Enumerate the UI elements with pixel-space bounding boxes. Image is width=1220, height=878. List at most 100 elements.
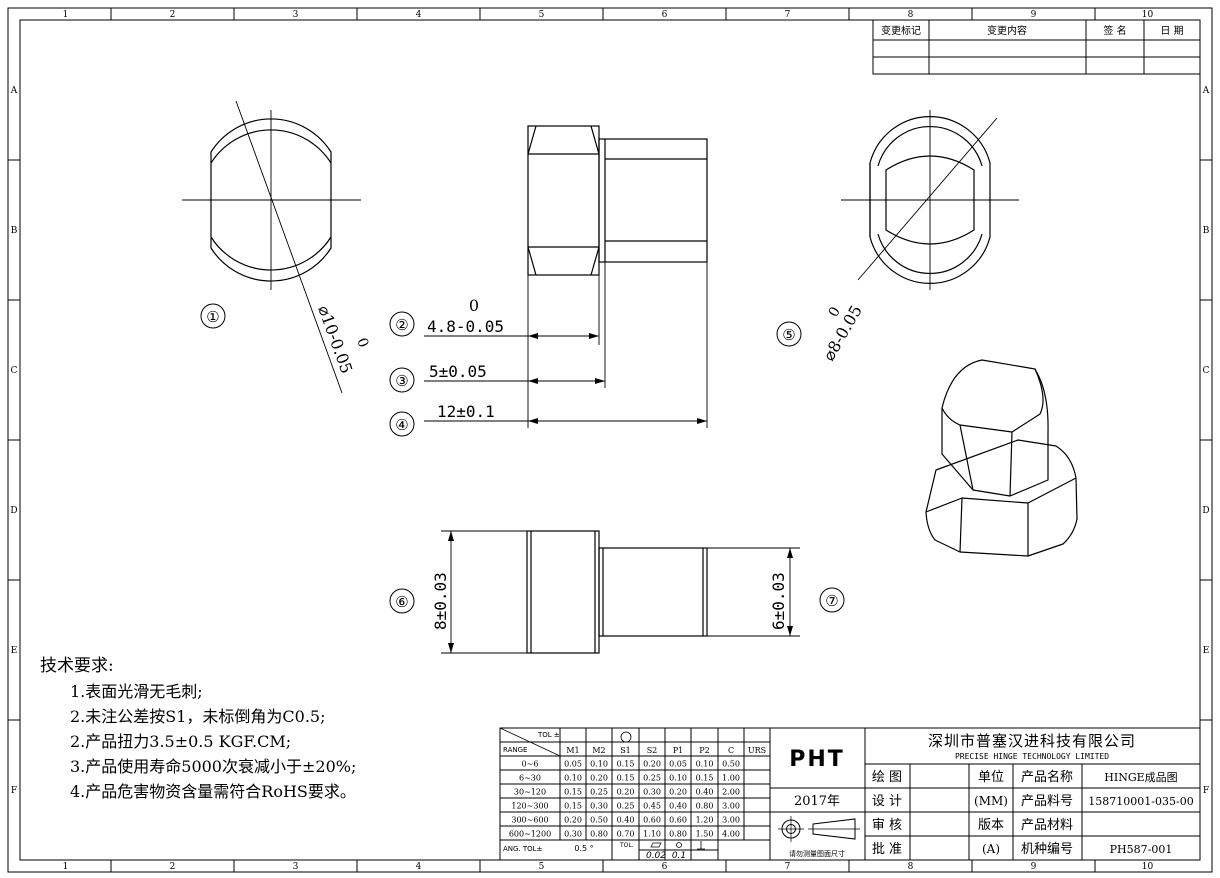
- grid-column-label-bottom-1: 1: [63, 862, 69, 872]
- tol-value-cell: 0.20: [617, 788, 635, 797]
- unit-value: (MM): [974, 794, 1008, 808]
- tol-value-cell: 0.20: [643, 760, 661, 769]
- tol-header-p2: P2: [699, 746, 709, 755]
- tol-ang-label: ANG. TOL±: [503, 845, 543, 853]
- tol-tol-label: TOL.: [619, 842, 634, 849]
- grid-row-label-right-A: A: [1202, 86, 1210, 96]
- unit-label: 单位: [978, 770, 1004, 785]
- dim-3-marker-circle: [389, 367, 415, 393]
- tol-value-cell: 0.50: [722, 760, 740, 769]
- tol-value-cell: 1.00: [722, 774, 740, 783]
- tol-flat-value: 0.02: [646, 851, 666, 861]
- grid-column-label-top-3: 3: [293, 10, 299, 20]
- grid-row-label-right-B: B: [1203, 226, 1210, 236]
- position-symbol-icon: [676, 842, 682, 848]
- projection-symbol-icon: [778, 816, 860, 842]
- grid-column-label-bottom-6: 6: [662, 862, 668, 872]
- company-name-cn: 深圳市普塞汉进科技有限公司: [928, 732, 1136, 750]
- grid-column-label-bottom-8: 8: [908, 862, 914, 872]
- tol-value-cell: 0.60: [643, 816, 661, 825]
- tol-value-cell: 0.20: [564, 816, 582, 825]
- tol-value-cell: 0.25: [617, 802, 635, 811]
- tol-value-cell: 0.15: [696, 774, 714, 783]
- tol-value-cell: 0.10: [590, 760, 608, 769]
- dim-7-marker: ⑦: [825, 592, 838, 610]
- tol-corner-top: TOL ±: [537, 731, 560, 739]
- tol-range-cell: 0~6: [522, 760, 539, 769]
- grid-row-label-right-F: F: [1203, 786, 1209, 796]
- tol-value-cell: 0.25: [643, 774, 661, 783]
- tol-value-cell: 0.40: [696, 788, 714, 797]
- tol-value-cell: 1.20: [696, 816, 714, 825]
- tol-value-cell: 0.40: [617, 816, 635, 825]
- grid-column-label-top-2: 2: [170, 10, 176, 20]
- grid-row-label-left-D: D: [10, 506, 17, 516]
- tol-header-s2: S2: [647, 746, 658, 755]
- grid-column-label-top-8: 8: [908, 10, 914, 20]
- drawing-year: 2017年: [794, 794, 840, 809]
- grid-column-label-bottom-3: 3: [293, 862, 299, 872]
- tol-value-cell: 0.15: [564, 788, 582, 797]
- view-5-marker-circle: [776, 321, 802, 347]
- tol-ang-value: 0.5 °: [574, 844, 593, 853]
- tol-header-m2: M2: [592, 746, 605, 755]
- tech-req-item-4: 3.产品使用寿命5000次衰减小于±20%;: [70, 757, 356, 776]
- role-approve: 批 准: [872, 842, 902, 857]
- tol-value-cell: 0.25: [590, 788, 608, 797]
- grid-column-label-top-5: 5: [539, 10, 545, 20]
- tol-value-cell: 0.45: [643, 802, 661, 811]
- tol-value-cell: 1.10: [643, 830, 661, 839]
- projection-note: 请勿测量图面尺寸: [789, 849, 845, 858]
- tol-value-cell: 0.60: [669, 816, 687, 825]
- tol-range-cell: 30~120: [514, 788, 546, 797]
- field-label-product-name: 产品名称: [1021, 769, 1073, 785]
- dim-2-marker: ②: [395, 316, 408, 334]
- side-view-dimension-lines: [424, 262, 708, 428]
- tech-req-item-5: 4.产品危害物资含量需符合RoHS要求。: [70, 782, 356, 801]
- grid-column-label-bottom-10: 10: [1142, 862, 1154, 872]
- grid-column-label-bottom-7: 7: [785, 862, 791, 872]
- tol-pos-value: 0.1: [672, 851, 686, 861]
- company-name-en: PRECISE HINGE TECHNOLOGY LIMITED: [955, 752, 1109, 761]
- tech-req-title: 技术要求:: [40, 656, 114, 676]
- grid-column-label-bottom-2: 2: [170, 862, 176, 872]
- tol-value-cell: 0.15: [617, 760, 635, 769]
- tol-value-cell: 0.80: [696, 802, 714, 811]
- tol-value-cell: 0.15: [617, 774, 635, 783]
- grid-row-label-left-A: A: [10, 86, 18, 96]
- rev-header-date: 日 期: [1160, 25, 1183, 37]
- view-1-marker: ①: [206, 308, 219, 326]
- field-value-part-number: 158710001-035-00: [1088, 795, 1193, 808]
- title-block: PHT 2017年 请勿测量图面尺寸 深圳市普塞汉进科技有限公司 PRECISE…: [769, 727, 1201, 861]
- version-label: 版本: [978, 818, 1004, 833]
- role-draw: 绘 图: [872, 770, 902, 785]
- dim-2-upper: 0: [469, 296, 479, 315]
- tol-value-cell: 0.50: [590, 816, 608, 825]
- tol-header-c: C: [728, 746, 734, 755]
- tol-value-cell: 0.10: [669, 774, 687, 783]
- tol-value-cell: 0.30: [643, 788, 661, 797]
- tol-value-cell: 0.80: [669, 830, 687, 839]
- tol-corner-bottom: RANGE: [503, 746, 527, 754]
- tol-header-m1: M1: [566, 746, 579, 755]
- perpendicularity-symbol-icon: [697, 841, 705, 850]
- tol-range-cell: 6~30: [519, 774, 541, 783]
- rev-header-mark: 变更标记: [881, 24, 921, 37]
- grid-column-label-top-1: 1: [63, 10, 69, 20]
- grid-column-label-top-9: 9: [1031, 10, 1037, 20]
- tol-range-cell: 120~300: [511, 802, 548, 811]
- tol-value-cell: 0.30: [590, 802, 608, 811]
- tol-value-cell: 0.20: [669, 788, 687, 797]
- dim-2-value: 4.8-0.05: [427, 317, 504, 336]
- role-review: 审 核: [872, 818, 902, 833]
- tol-value-cell: 0.80: [590, 830, 608, 839]
- dim-7-value: 6±0.03: [769, 572, 788, 630]
- view-1-end-view: [182, 100, 361, 394]
- tol-value-cell: 0.05: [669, 760, 687, 769]
- grid-column-label-top-4: 4: [416, 10, 422, 20]
- tol-value-cell: 0.05: [564, 760, 582, 769]
- rev-header-sign: 签 名: [1103, 24, 1126, 37]
- tol-value-cell: 0.70: [617, 830, 635, 839]
- field-label-material: 产品材料: [1021, 818, 1073, 833]
